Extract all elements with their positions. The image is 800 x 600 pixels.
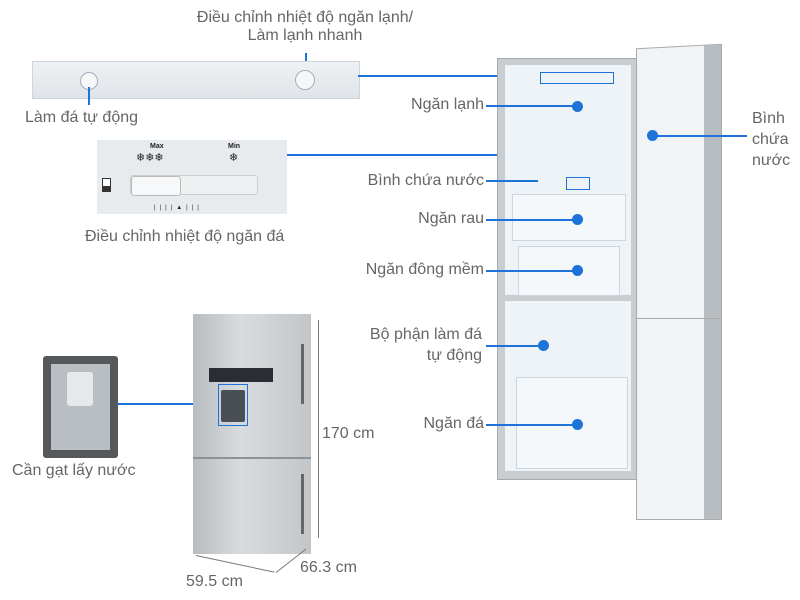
refrigerator-door-upper bbox=[636, 43, 722, 331]
height-label: 170 cm bbox=[322, 425, 375, 442]
dispenser-lever-label: Cần gạt lấy nước bbox=[12, 462, 136, 479]
max-label: Max bbox=[150, 143, 164, 150]
auto-ice-label: Làm đá tự động bbox=[25, 109, 139, 126]
water-tank-inside-label: Bình chứa nước bbox=[367, 172, 484, 189]
label-line: Bình bbox=[752, 110, 785, 127]
refrigerator-door-lower bbox=[636, 318, 722, 520]
freezer-dial-panel-image: Max ❄❄❄ Min ❄ ||||▲||| bbox=[97, 140, 287, 214]
marker-dot bbox=[572, 419, 583, 430]
freezer-temp-control-label: Điều chỉnh nhiệt độ ngăn đá bbox=[85, 228, 285, 245]
marker-dot bbox=[572, 265, 583, 276]
width-label: 59.5 cm bbox=[186, 573, 243, 590]
fridge-temp-control-label: Điều chỉnh nhiệt độ ngăn lạnh/ Làm lạnh … bbox=[150, 9, 460, 45]
marker-dot bbox=[572, 214, 583, 225]
lock-icon bbox=[102, 178, 111, 192]
fridge-compartment-label: Ngăn lạnh bbox=[411, 96, 484, 113]
water-dispenser-image bbox=[43, 356, 118, 458]
label-line: tự động bbox=[426, 347, 482, 364]
water-tank-door-label: Bình chứa nước bbox=[752, 108, 790, 171]
dial-slider bbox=[130, 175, 258, 196]
height-dimension-line bbox=[318, 320, 319, 538]
min-label: Min bbox=[228, 143, 241, 150]
label-line: chứa bbox=[752, 131, 789, 148]
dial-scale: ||||▲||| bbox=[154, 205, 203, 211]
snowflake-icon: ❄ bbox=[229, 152, 239, 164]
freezer-label: Ngăn đá bbox=[423, 415, 485, 432]
vegetable-drawer-label: Ngăn rau bbox=[418, 210, 484, 227]
refrigerator-front-image bbox=[193, 314, 311, 554]
refrigerator-open-image bbox=[497, 58, 639, 480]
marker-dot bbox=[572, 101, 583, 112]
width-dimension-line bbox=[195, 555, 275, 573]
snowflake-icon: ❄❄❄ bbox=[136, 152, 164, 164]
soft-freeze-label: Ngăn đông mềm bbox=[365, 261, 484, 278]
fridge-button bbox=[295, 70, 315, 90]
label-line: Bộ phận làm đá bbox=[369, 326, 482, 343]
depth-label: 66.3 cm bbox=[300, 559, 357, 576]
label-line: nước bbox=[752, 152, 791, 169]
fridge-control-panel-image bbox=[32, 61, 360, 99]
ice-maker-label: Bộ phận làm đá tự động bbox=[370, 324, 482, 366]
label-line: Điều chỉnh nhiệt độ ngăn lạnh/ bbox=[196, 9, 414, 26]
label-line: Làm lạnh nhanh bbox=[247, 27, 363, 44]
marker-dot bbox=[538, 340, 549, 351]
